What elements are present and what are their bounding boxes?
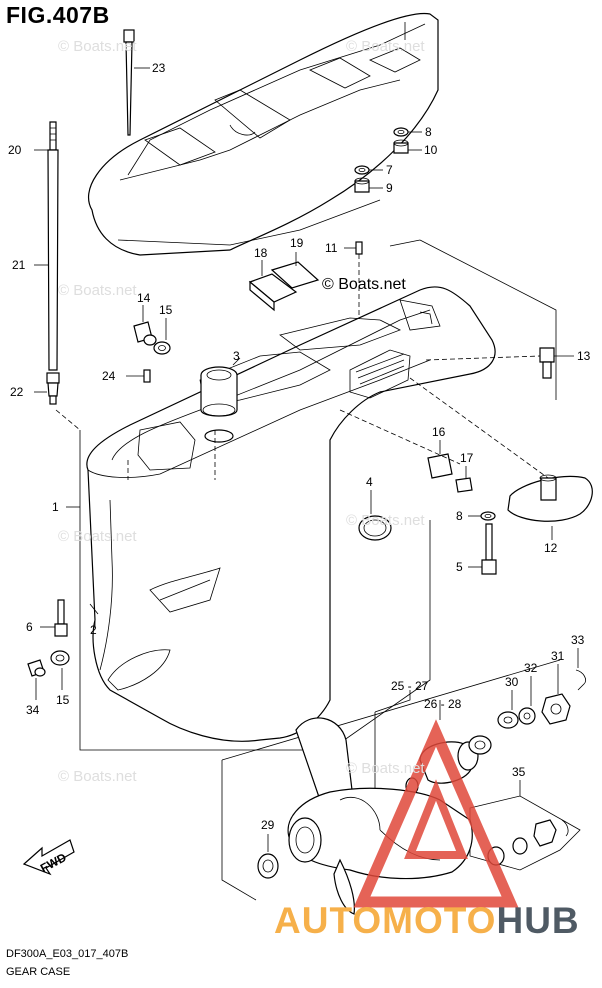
boats-net-copyright: © Boats.net — [322, 276, 406, 293]
callout-35: 35 — [512, 765, 526, 779]
fwd-arrow-icon: FWD — [22, 839, 75, 875]
callout-17: 17 — [460, 451, 474, 465]
callout-10: 10 — [424, 143, 438, 157]
watermark-text: © Boats.net — [58, 282, 137, 299]
callout-15-lower: 15 — [56, 693, 70, 707]
callout-20: 20 — [8, 143, 22, 157]
upper-cover — [87, 12, 439, 256]
part-1-gear-case — [86, 286, 496, 742]
part-20-21-22-shaft — [34, 121, 60, 405]
part-4-bearing — [358, 490, 392, 541]
part-13-bolt — [539, 347, 574, 379]
callout-5: 5 — [456, 560, 463, 574]
parts-5-8-bolt — [468, 511, 497, 575]
watermark-text: © Boats.net — [346, 760, 425, 777]
callout-labels: 23 20 21 22 8 10 7 9 18 19 11 14 15 3 24… — [8, 61, 591, 832]
parts-14-15-plug — [133, 305, 171, 355]
parts-2-6 — [40, 599, 99, 637]
callout-19: 19 — [290, 236, 304, 250]
parts-15-34-plug — [27, 650, 70, 700]
callout-29: 29 — [261, 818, 275, 832]
callout-1: 1 — [52, 500, 59, 514]
callout-4: 4 — [366, 475, 373, 489]
parts-16-17 — [427, 440, 473, 493]
figure-title: FIG.407B — [6, 2, 110, 28]
callout-9: 9 — [386, 181, 393, 195]
watermark-text: © Boats.net — [58, 38, 137, 55]
callout-3: 3 — [233, 349, 240, 363]
part-3-drive-gear — [200, 357, 241, 443]
leader-lines — [55, 239, 581, 901]
callout-34: 34 — [26, 703, 40, 717]
callout-12: 12 — [544, 541, 558, 555]
callout-7: 7 — [386, 163, 393, 177]
callout-30: 30 — [505, 675, 519, 689]
part-29-washer — [257, 834, 279, 879]
callout-2: 2 — [90, 623, 97, 637]
automotohub-brand: AUTOMOTOHUB — [274, 900, 580, 942]
callout-11: 11 — [325, 241, 338, 255]
brand-part-1: AUTOMOTO — [274, 900, 497, 941]
figure-code: DF300A_E03_017_407B — [6, 948, 129, 960]
parts-30-33-nut — [497, 648, 586, 729]
callout-14: 14 — [137, 291, 151, 305]
callout-16: 16 — [432, 425, 446, 439]
callout-6: 6 — [26, 620, 33, 634]
part-23-pin — [123, 29, 150, 136]
automotohub-logo-triangle-icon — [353, 719, 519, 908]
part-24-pin — [126, 369, 151, 383]
callout-13: 13 — [577, 349, 591, 363]
parts-18-19 — [248, 252, 320, 312]
callout-8-upper: 8 — [425, 125, 432, 139]
brand-part-2: HUB — [496, 900, 580, 941]
callout-25-27: 25 - 27 — [391, 679, 429, 693]
callout-22: 22 — [10, 385, 24, 399]
part-12-anode — [507, 474, 593, 540]
callout-18: 18 — [254, 246, 268, 260]
watermark-text: © Boats.net — [346, 38, 425, 55]
callout-21: 21 — [12, 258, 26, 272]
callout-23: 23 — [152, 61, 166, 75]
callout-15-upper: 15 — [159, 303, 173, 317]
hardware-7-8-9-10 — [354, 127, 422, 193]
callout-33: 33 — [571, 633, 585, 647]
part-35-kit — [487, 819, 569, 866]
callout-31: 31 — [551, 649, 565, 663]
callout-26-28: 26 - 28 — [424, 697, 462, 711]
figure-name: GEAR CASE — [6, 966, 71, 978]
watermark-text: © Boats.net — [58, 528, 137, 545]
watermark-text: © Boats.net — [58, 768, 137, 785]
callout-8-lower: 8 — [456, 509, 463, 523]
watermark-text: © Boats.net — [346, 512, 425, 529]
callout-24: 24 — [102, 369, 116, 383]
callout-32: 32 — [524, 661, 538, 675]
